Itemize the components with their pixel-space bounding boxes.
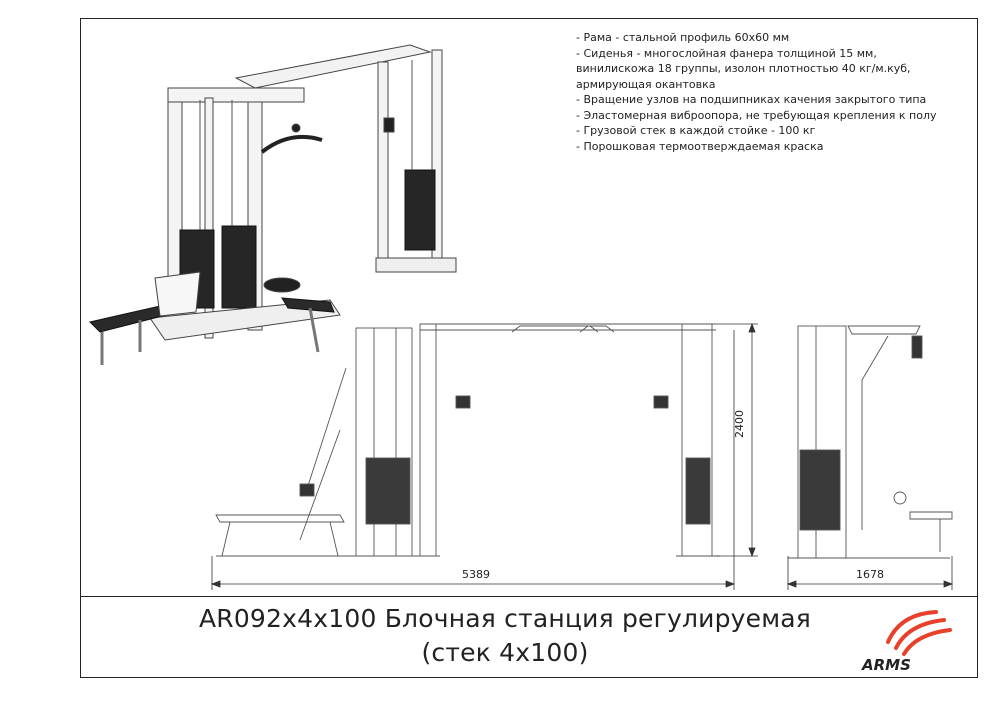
product-title-line-1: AR092х4х100 Блочная станция регулируемая	[198, 604, 812, 633]
spec-item: - Порошковая термоотверждаемая краска	[576, 139, 824, 153]
spec-item: - Грузовой стек в каждой стойке - 100 кг	[576, 124, 816, 137]
arms-logo-swoosh	[886, 610, 952, 656]
title-block-divider	[80, 596, 978, 597]
dimension-width-label: 5389	[462, 568, 490, 581]
spec-item: - Рама - стальной профиль 60х60 мм	[576, 31, 790, 44]
drawing-sheet-frame	[80, 18, 978, 678]
dimension-depth-label: 1678	[856, 568, 884, 581]
arms-logo-text: ARMS	[861, 656, 911, 674]
product-title: AR092х4х100 Блочная станция регулируемая…	[170, 602, 840, 670]
dimension-lines	[210, 322, 954, 590]
arms-logo: ARMS	[861, 610, 952, 674]
spec-item: - Эластомерная виброопора, не требующая …	[576, 108, 937, 122]
spec-item: - Вращение узлов на подшипниках качения …	[576, 93, 927, 106]
side-view	[788, 325, 953, 559]
dimension-height-label: 2400	[733, 410, 746, 438]
spec-item: - Сиденья - многослойная фанера толщиной…	[576, 46, 911, 91]
front-view	[215, 323, 720, 557]
perspective-render	[89, 44, 457, 365]
product-title-line-2: (стек 4х100)	[421, 638, 589, 667]
specifications-list: - Рама - стальной профиль 60х60 мм - Сид…	[576, 30, 976, 154]
